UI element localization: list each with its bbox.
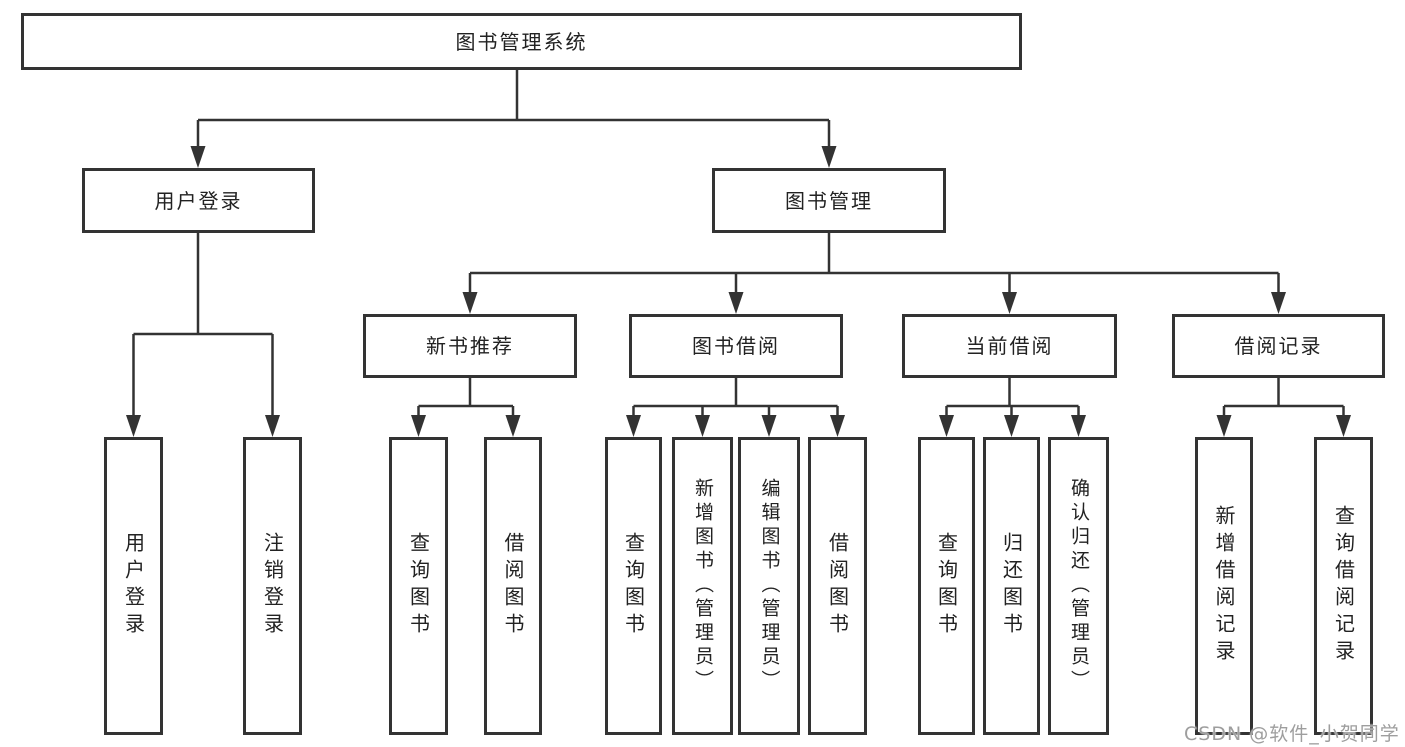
leaf-record-query: 查询借阅记录 [1314,437,1373,735]
node-book-management: 图书管理 [712,168,946,233]
leaf-borrow-edit-admin-label: 编辑图书（管理员） [758,478,781,694]
leaf-user-login-label: 用户登录 [121,532,146,640]
leaf-current-query: 查询图书 [918,437,975,735]
leaf-record-query-label: 查询借阅记录 [1331,505,1356,667]
leaf-borrow-add-admin-label: 新增图书（管理员） [692,478,714,694]
node-new-book-recommend: 新书推荐 [363,314,577,378]
leaf-borrow-borrow-label: 借阅图书 [825,532,850,640]
leaf-current-query-label: 查询图书 [934,532,959,640]
csdn-watermark: CSDN @软件_小贺同学 [1184,723,1400,745]
leaf-newbook-borrow-label: 借阅图书 [501,532,525,640]
leaf-current-confirm-admin-label: 确认归还（管理员） [1068,478,1090,694]
leaf-logout: 注销登录 [243,437,302,735]
leaf-borrow-query: 查询图书 [605,437,662,735]
node-current-borrow: 当前借阅 [902,314,1117,378]
node-book-borrow: 图书借阅 [629,314,843,378]
leaf-current-return: 归还图书 [983,437,1040,735]
leaf-newbook-query: 查询图书 [389,437,448,735]
leaf-borrow-borrow: 借阅图书 [808,437,867,735]
node-user-login: 用户登录 [82,168,315,233]
leaf-user-login: 用户登录 [104,437,163,735]
leaf-borrow-add-admin: 新增图书（管理员） [672,437,733,735]
leaf-borrow-query-label: 查询图书 [621,532,646,640]
leaf-logout-label: 注销登录 [260,532,285,640]
node-borrow-records: 借阅记录 [1172,314,1385,378]
leaf-borrow-edit-admin: 编辑图书（管理员） [738,437,800,735]
leaf-current-confirm-admin: 确认归还（管理员） [1048,437,1109,735]
node-root-system: 图书管理系统 [21,13,1022,70]
leaf-record-add: 新增借阅记录 [1195,437,1253,735]
leaf-newbook-query-label: 查询图书 [406,532,431,640]
leaf-current-return-label: 归还图书 [999,532,1024,640]
leaf-newbook-borrow: 借阅图书 [484,437,542,735]
leaf-record-add-label: 新增借阅记录 [1212,505,1236,667]
